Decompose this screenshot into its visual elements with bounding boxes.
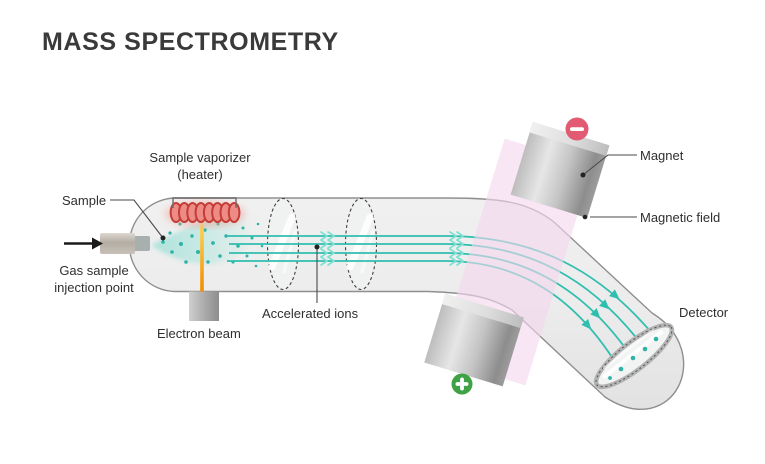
label-detector: Detector [679, 305, 729, 320]
magnet-top [510, 121, 610, 219]
pointer-magnet [580, 154, 637, 178]
plus-icon [451, 373, 473, 395]
label-sample-vaporizer-line1: Sample vaporizer [149, 150, 251, 165]
label-sample: Sample [62, 193, 107, 208]
ion-flow-chevrons [320, 231, 464, 266]
electron-gun-stub [189, 291, 219, 321]
pointer-magnetic-field [582, 214, 637, 220]
label-electron-beam: Electron beam [157, 326, 241, 341]
label-magnet: Magnet [640, 148, 684, 163]
inlet-tip [133, 236, 150, 251]
electron-beam-ray [200, 218, 204, 292]
vaporizer-bracket [172, 197, 237, 208]
detected-ion-dots [608, 336, 659, 380]
label-accelerated-ions: Accelerated ions [262, 306, 359, 321]
pointer-sample [110, 199, 166, 241]
label-gas-injection-line2: injection point [54, 280, 134, 295]
label-magnetic-field: Magnetic field [640, 210, 721, 225]
detector-plate [593, 322, 675, 390]
heater-coil [169, 202, 241, 223]
label-sample-vaporizer: Sample vaporizer (heater) [115, 149, 285, 183]
label-sample-vaporizer-line2: (heater) [177, 167, 223, 182]
ion-arrowheads [581, 289, 620, 330]
gas-inlet-tube [100, 233, 135, 254]
pointer-accelerated-ions [314, 244, 320, 303]
minus-icon [565, 117, 589, 141]
label-gas-injection: Gas sample injection point [33, 262, 155, 296]
label-gas-injection-line1: Gas sample [59, 263, 129, 278]
page-title: MASS SPECTROMETRY [42, 28, 339, 56]
magnet-bottom [424, 293, 524, 387]
right-arrow-icon [64, 237, 103, 250]
